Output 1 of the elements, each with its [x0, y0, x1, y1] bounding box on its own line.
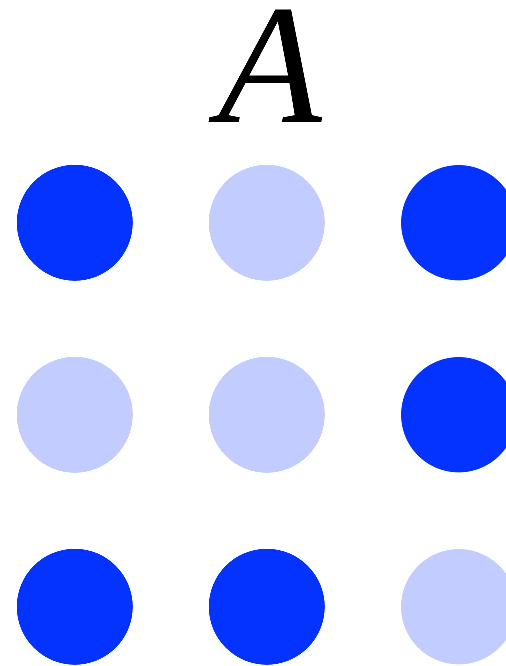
title: A — [200, 0, 340, 150]
